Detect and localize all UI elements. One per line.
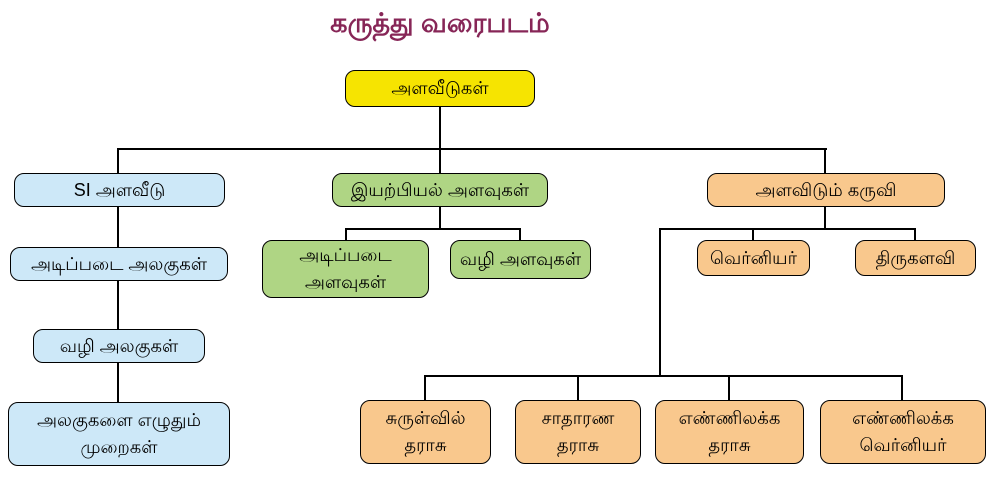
common-balance-node: சாதாரண தராசு [515,400,641,464]
digital-balance-node: எண்ணிலக்க தராசு [655,400,804,464]
connector-line [345,228,521,230]
connector-line [901,375,903,400]
connector-line [577,375,579,400]
connector-line [519,228,521,240]
digital-vernier-node: எண்ணிலக்க வெர்னியர் [820,400,986,464]
connector-line [728,375,730,400]
connector-line [659,228,916,230]
derived-units-node: வழி அலகுகள் [33,329,205,363]
derived-quantities-node: வழி அளவுகள் [450,240,591,279]
connector-line [659,228,661,377]
connector-line [439,148,441,173]
connector-line [424,375,903,377]
fundamental-quantities-node: அடிப்படை அளவுகள் [262,240,429,298]
measuring-instrument-node: அளவிடும் கருவி [707,173,945,207]
measurements-root-node: அளவீடுகள் [345,70,535,107]
fundamental-units-node: அடிப்படை அலகுகள் [10,247,228,281]
connector-line [117,207,119,403]
screw-gauge-node: திருகளவி [855,240,976,276]
connector-line [824,148,826,173]
physical-quantities-node: இயற்பியல் அளவுகள் [332,173,548,207]
connector-line [914,228,916,240]
connector-line [118,148,827,150]
diagram-title: கருத்து வரைபடம் [330,8,550,38]
connector-line [439,207,441,228]
connector-line [824,207,826,228]
unit-writing-rules-node: அலகுகளை எழுதும் முறைகள் [8,402,230,466]
vernier-node: வெர்னியர் [697,240,810,276]
spring-balance-node: சுருள்வில் தராசு [360,400,491,464]
connector-line [439,107,441,148]
connector-line [345,228,347,240]
connector-line [752,228,754,240]
connector-line [117,148,119,173]
connector-line [424,375,426,400]
si-units-node: SI அளவீடு [14,173,225,207]
